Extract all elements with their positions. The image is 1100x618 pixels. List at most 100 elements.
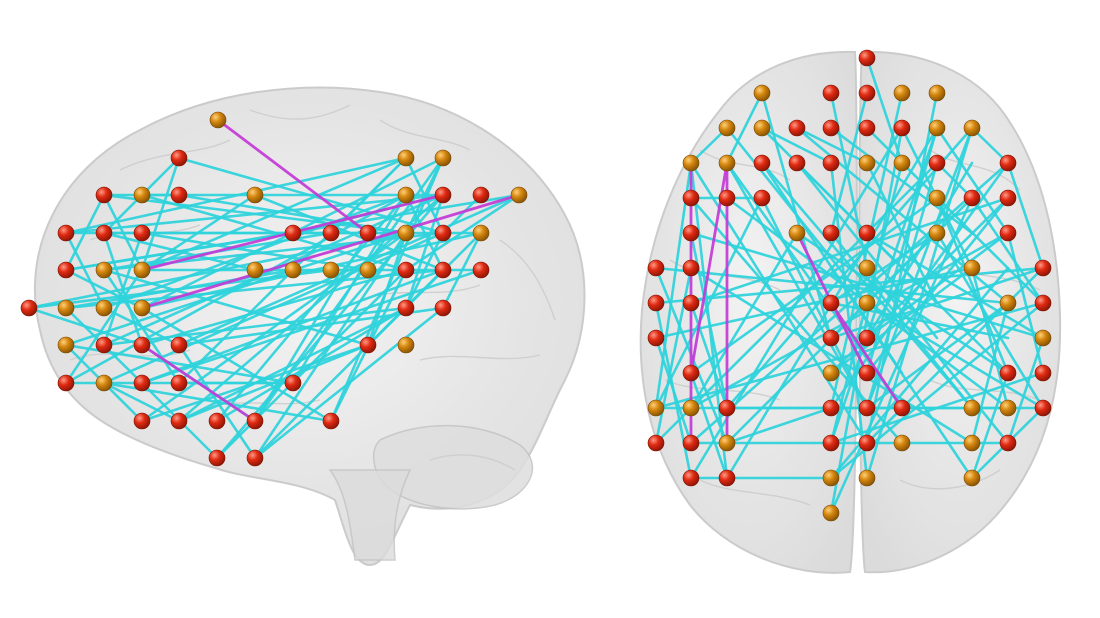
sagittal-node-red (170, 149, 188, 167)
sagittal-edge-cyan (27, 306, 144, 347)
sagittal-edge-magenta (140, 193, 521, 310)
axial-edge-cyan (795, 231, 1010, 375)
axial-node-red (928, 154, 946, 172)
sagittal-edge-magenta (216, 118, 370, 235)
axial-node-red (822, 224, 840, 242)
axial-node-red (822, 119, 840, 137)
sagittal-edge-cyan (291, 193, 408, 385)
sagittal-edge-cyan (177, 306, 445, 347)
sagittal-node-red (472, 261, 490, 279)
axial-edge-cyan (865, 126, 939, 375)
sagittal-node-red (434, 224, 452, 242)
axial-node-orange (753, 84, 771, 102)
sagittal-edge-cyan (404, 193, 521, 272)
axial-edge-cyan (829, 91, 869, 235)
sagittal-node-red (397, 299, 415, 317)
sagittal-edge-cyan (404, 193, 445, 272)
sagittal-node-red (434, 299, 452, 317)
axial-node-orange (647, 399, 665, 417)
axial-edge-cyan (970, 196, 1045, 305)
sagittal-node-red (322, 412, 340, 430)
axial-node-orange (963, 399, 981, 417)
axial-node-red (682, 294, 700, 312)
axial-node-red (718, 469, 736, 487)
sagittal-node-orange (246, 261, 264, 279)
axial-edge-cyan (970, 266, 1010, 410)
axial-node-orange (718, 154, 736, 172)
axial-node-orange (963, 469, 981, 487)
axial-node-red (858, 434, 876, 452)
sagittal-edge-cyan (64, 268, 144, 310)
axial-node-orange (682, 399, 700, 417)
sagittal-node-orange (133, 299, 151, 317)
sagittal-edge-cyan (140, 156, 181, 272)
sagittal-node-red (133, 336, 151, 354)
sagittal-node-orange (246, 186, 264, 204)
axial-node-red (822, 294, 840, 312)
sagittal-edge-magenta (140, 343, 257, 423)
sagittal-edge-cyan (177, 156, 445, 235)
axial-node-orange (822, 364, 840, 382)
axial-node-red (682, 189, 700, 207)
axial-node-red (858, 119, 876, 137)
axial-node-orange (788, 224, 806, 242)
axial-node-red (858, 399, 876, 417)
axial-edge-cyan (654, 266, 1045, 305)
axial-edge-cyan (865, 231, 1010, 340)
sagittal-edge-cyan (404, 193, 445, 310)
axial-node-red (1034, 364, 1052, 382)
sagittal-edge-cyan (102, 231, 144, 347)
axial-node-red (1034, 399, 1052, 417)
sagittal-node-red (133, 412, 151, 430)
axial-node-red (963, 189, 981, 207)
axial-node-orange (822, 504, 840, 522)
axial-node-red (858, 364, 876, 382)
axial-edge-cyan (654, 196, 764, 410)
sagittal-node-red (95, 186, 113, 204)
sagittal-edge-cyan (140, 193, 408, 272)
axial-node-red (1034, 294, 1052, 312)
axial-edge-cyan (1006, 231, 1045, 375)
sagittal-node-orange (472, 224, 490, 242)
axial-edge-cyan (970, 301, 1010, 445)
axial-node-red (822, 434, 840, 452)
axial-node-orange (1034, 329, 1052, 347)
axial-edge-cyan (935, 196, 1010, 375)
sagittal-node-red (57, 374, 75, 392)
axial-edge-cyan (1006, 336, 1045, 445)
sagittal-node-orange (397, 149, 415, 167)
sagittal-node-orange (284, 261, 302, 279)
axial-node-red (682, 259, 700, 277)
axial-node-red (788, 119, 806, 137)
sagittal-node-red (434, 261, 452, 279)
axial-edge-cyan (689, 301, 729, 410)
axial-node-orange (963, 119, 981, 137)
sagittal-node-red (359, 224, 377, 242)
sagittal-node-red (133, 374, 151, 392)
axial-node-orange (893, 154, 911, 172)
sagittal-node-red (359, 336, 377, 354)
sagittal-edge-cyan (140, 268, 445, 385)
sagittal-node-red (57, 261, 75, 279)
axial-node-red (647, 259, 665, 277)
axial-edge-cyan (725, 161, 869, 410)
axial-edge-cyan (689, 231, 729, 410)
sagittal-node-red (170, 412, 188, 430)
sagittal-node-orange (397, 186, 415, 204)
axial-node-red (682, 469, 700, 487)
axial-edge-cyan (970, 371, 1010, 480)
sagittal-node-red (208, 449, 226, 467)
axial-edge-cyan (689, 371, 729, 480)
axial-node-orange (999, 294, 1017, 312)
axial-node-red (858, 224, 876, 242)
axial-node-orange (718, 434, 736, 452)
axial-node-red (753, 154, 771, 172)
axial-edge-cyan (689, 161, 1010, 445)
axial-node-red (822, 399, 840, 417)
axial-node-orange (682, 154, 700, 172)
sagittal-edge-cyan (102, 381, 181, 423)
axial-edge-cyan (865, 161, 939, 410)
axial-edge-cyan (970, 126, 1010, 165)
